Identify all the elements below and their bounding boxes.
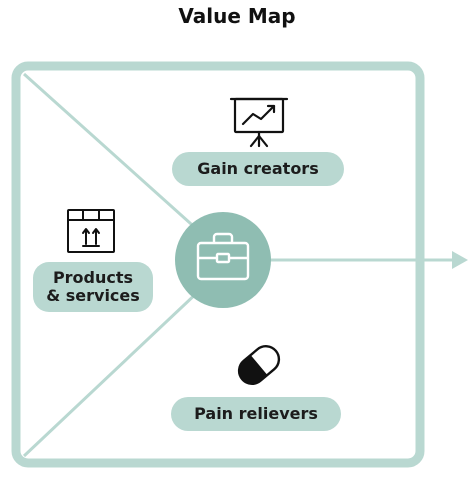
- briefcase-icon: [196, 232, 250, 281]
- products-services-text-line1: Products: [52, 267, 134, 287]
- diagram-title: Value Map: [178, 4, 296, 28]
- gain-creators-label: Gain creators: [172, 152, 344, 186]
- value-map-frame: [11, 61, 425, 468]
- products-services-label: Products & services: [33, 262, 153, 312]
- pain-relievers-text: Pain relievers: [194, 403, 318, 423]
- gain-creators-text: Gain creators: [197, 158, 319, 178]
- pain-relievers-label: Pain relievers: [171, 397, 341, 431]
- center-circle: [175, 212, 271, 308]
- output-arrow-head: [452, 251, 468, 269]
- presentation-chart-icon: [229, 97, 289, 148]
- pill-capsule-icon: [237, 345, 281, 385]
- divider-bottom-diagonal: [22, 288, 202, 458]
- package-box-icon: [67, 209, 115, 253]
- divider-top-diagonal: [22, 72, 202, 234]
- products-services-text-line2: & services: [46, 286, 140, 305]
